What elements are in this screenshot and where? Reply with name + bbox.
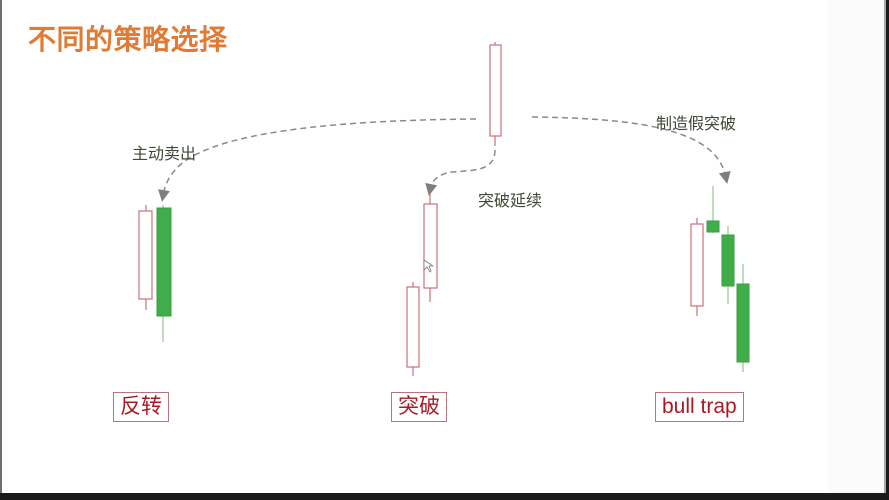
label-breakout: 突破 (391, 392, 447, 422)
annotation-fake-breakout: 制造假突破 (656, 114, 737, 133)
annotation-sell: 主动卖出 (132, 144, 197, 163)
arrow-to-breakout (425, 149, 496, 196)
arrow-to-bull-trap (531, 116, 731, 184)
mouse-cursor-icon (423, 259, 435, 273)
label-bull-trap: bull trap (655, 392, 744, 422)
label-reversal: 反转 (113, 392, 169, 422)
origin-bullish-candle (489, 42, 502, 146)
bottom-bar (0, 493, 889, 500)
arrow-to-reversal (158, 118, 477, 202)
slide-margin (828, 0, 884, 493)
annotation-continue: 突破延续 (478, 191, 543, 210)
reversal-candles (138, 205, 172, 342)
slide-title: 不同的策略选择 (28, 23, 228, 56)
bull-trap-candles (690, 186, 750, 372)
breakout-candles (406, 193, 438, 376)
